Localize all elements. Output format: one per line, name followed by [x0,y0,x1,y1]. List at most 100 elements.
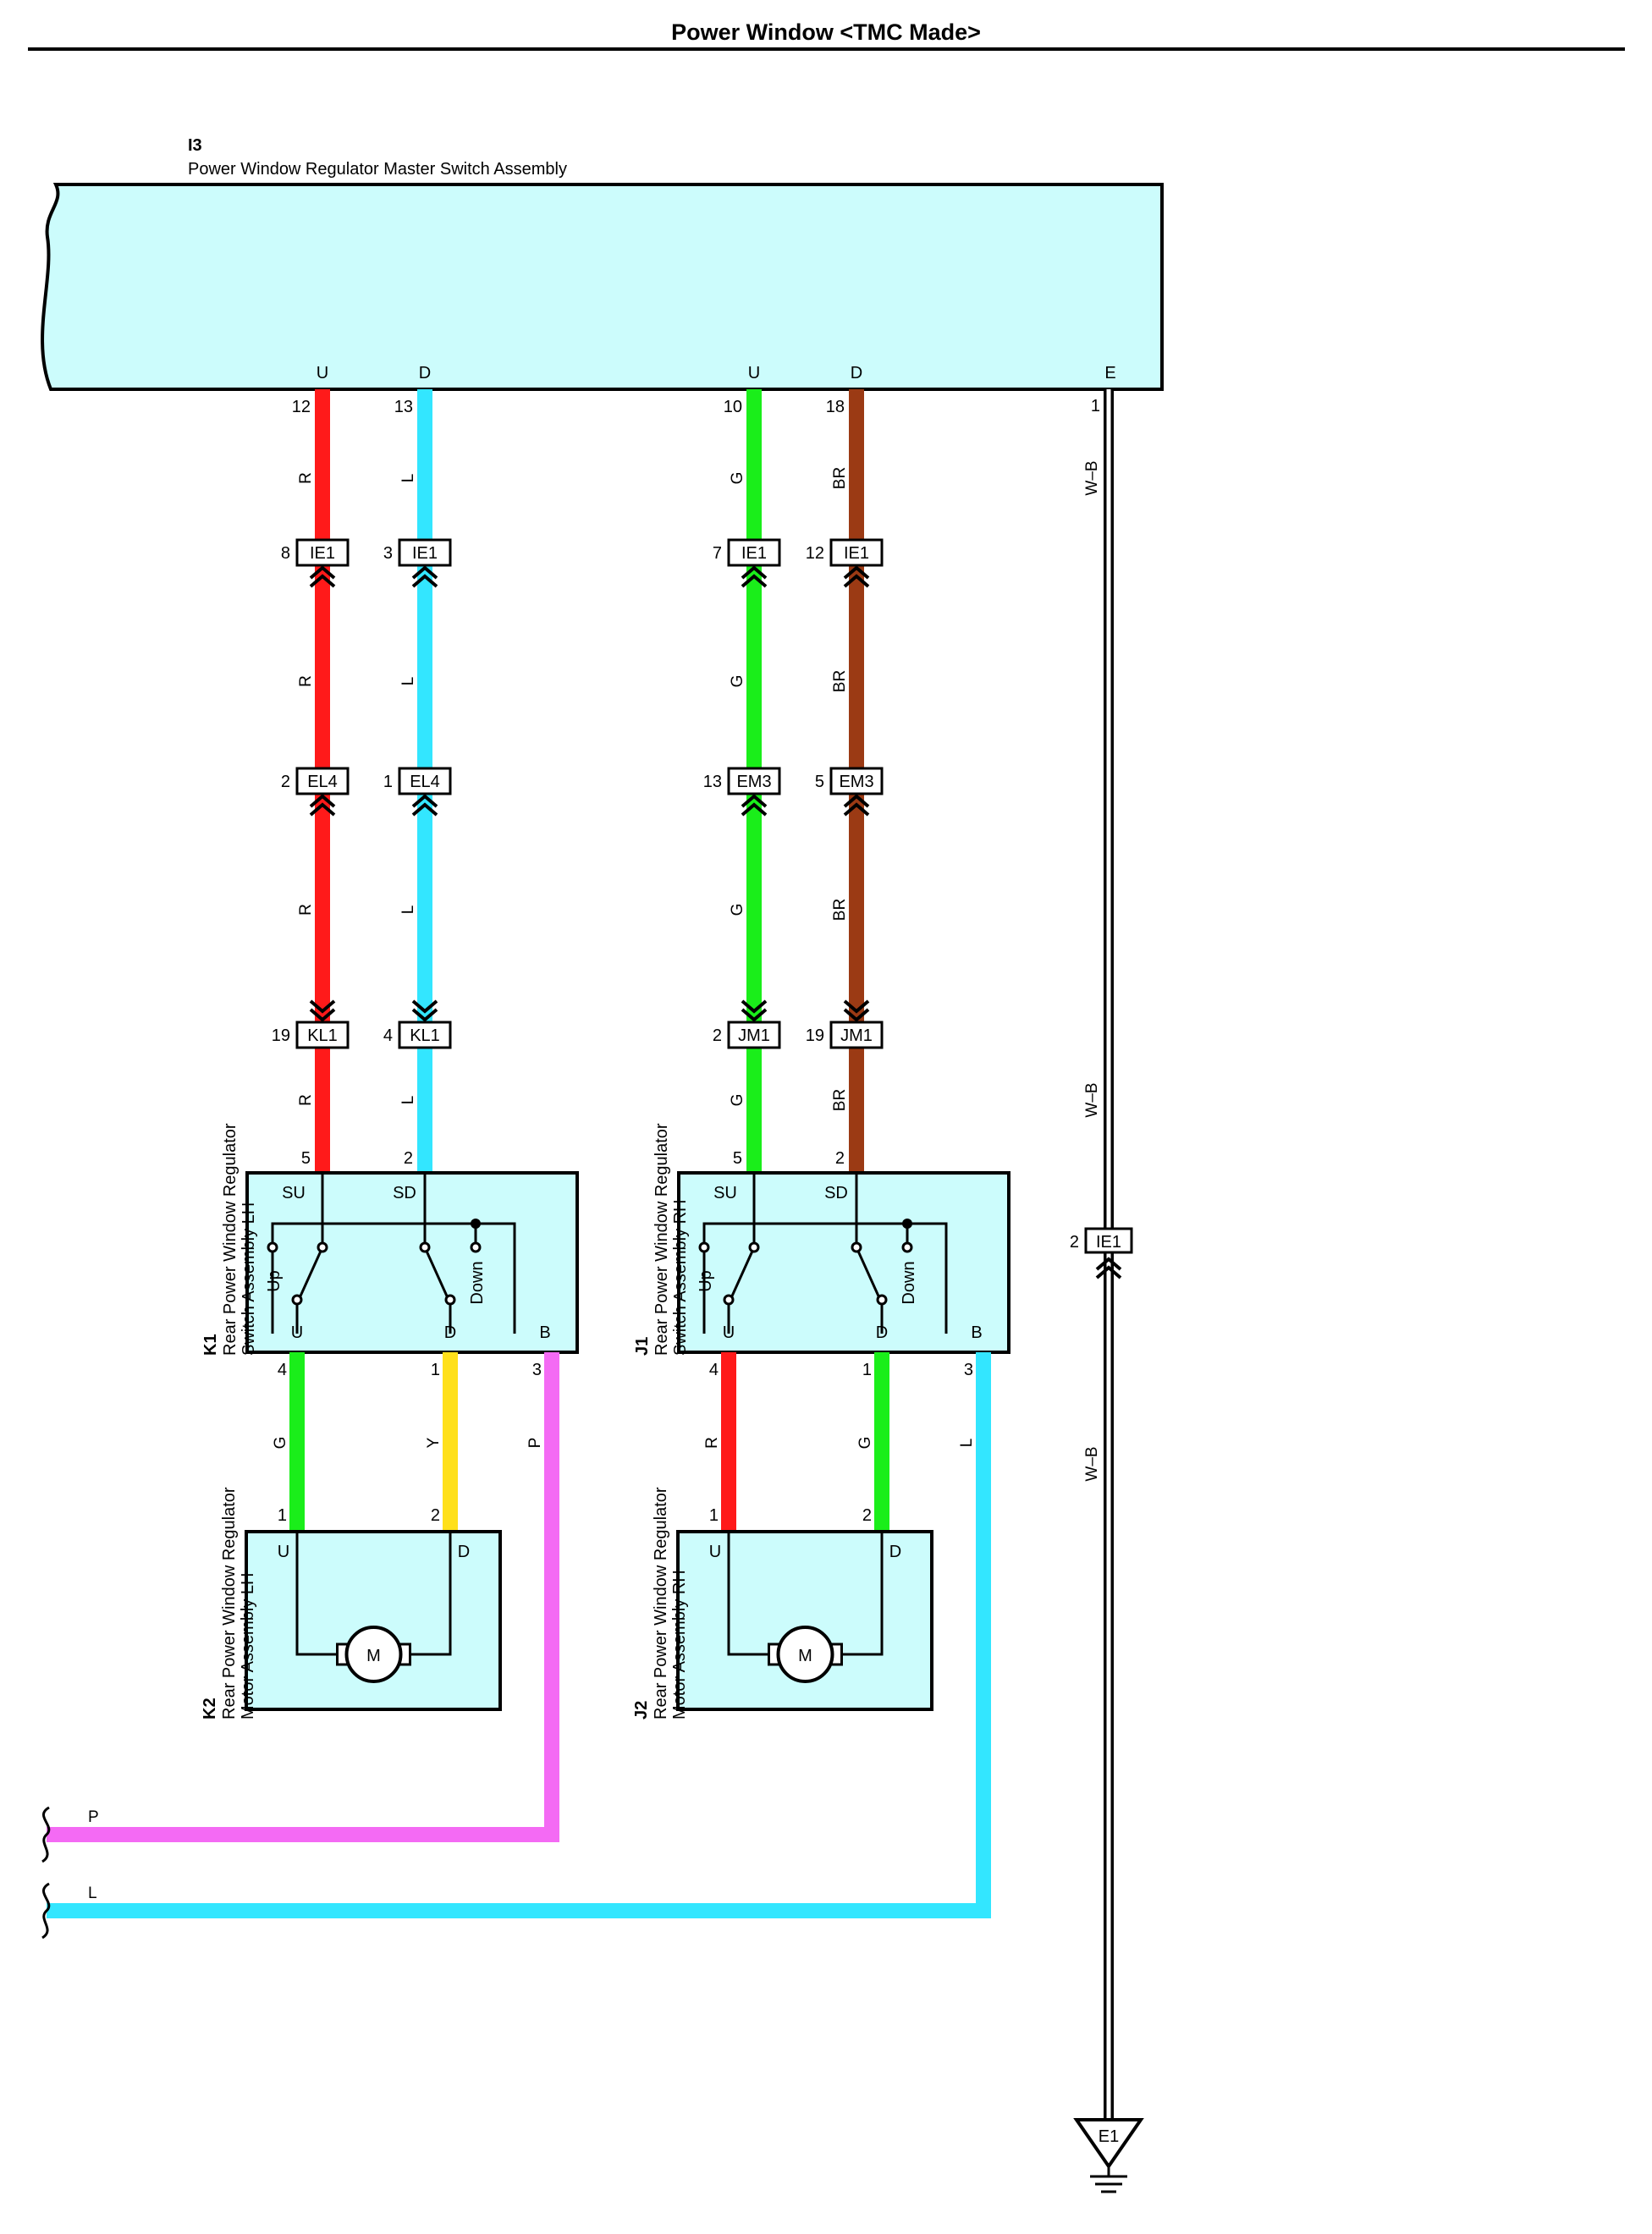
switch-bus [702,1222,948,1334]
connector-name: JM1 [738,1026,770,1045]
wire-color-label: L [399,1096,417,1105]
motor-term-d: D [889,1543,901,1561]
connector-chevron-up [411,794,438,817]
off-page-color-label: P [88,1808,99,1826]
switch-top-pin: 2 [404,1149,413,1168]
switch-ref: J1 [633,1337,652,1356]
switch-term-su: SU [713,1184,737,1202]
switch-contact [470,1241,482,1253]
connector-name: EM3 [736,773,771,791]
connector-box [398,1021,452,1049]
switch-junction [471,1219,481,1229]
connector-chevron-up [411,565,438,588]
switch-term-sd: SD [393,1184,416,1202]
motor-symbol-label: M [366,1647,381,1665]
connector-name: EM3 [839,773,873,791]
motor-name-2: Motor Assembly RH [670,1570,689,1720]
wire-color-label: BR [831,467,849,489]
connector-box [295,767,350,795]
switch-term-su: SU [282,1184,306,1202]
switch-term-u: U [291,1323,303,1342]
motor-name-1: Rear Power Window Regulator [220,1487,239,1720]
connector-box [727,767,781,795]
switch-blade-up [729,1246,756,1301]
connector-pin: 12 [806,544,824,563]
switch-down-label: Down [468,1261,487,1304]
wire-color-label: L [399,905,417,915]
connector-pin: 13 [703,773,722,791]
connector-pin: 8 [281,544,290,563]
switch-contact [317,1241,328,1253]
switch-term-d: D [444,1323,456,1342]
switch-term-b: B [971,1323,982,1342]
motor-wire-color-label: G [272,1437,289,1450]
master-ref: I3 [188,136,202,155]
motor-circuit [295,1532,452,1656]
connector-chevron-down [411,999,438,1022]
motor-term-u: U [709,1543,721,1561]
wire-color-label: R [297,472,315,484]
motor-term-d: D [458,1543,470,1561]
connector-chevron-up [309,794,336,817]
connector-box [398,538,452,567]
switch-bottom-pin: 1 [862,1361,872,1379]
master-terminal-u-rh: U [748,364,760,382]
connector-chevron-up [309,565,336,588]
connector-name: IE1 [310,544,335,563]
switch-term-b: B [539,1323,550,1342]
connector-pin: 2 [713,1026,722,1045]
wire-master-pin: 12 [292,398,311,416]
connector-chevron-up [843,565,870,588]
motor-term-u: U [278,1543,289,1561]
switch-contact [698,1241,710,1253]
connector-pin: 19 [806,1026,824,1045]
motor-wire-color-label: R [703,1437,721,1449]
switch-contact [723,1294,735,1306]
connector-pin: 1 [383,773,393,791]
motor-ref: K2 [201,1698,219,1720]
wire-master-pin: 10 [724,398,742,416]
connector-pin: 19 [272,1026,290,1045]
connector-box [295,1021,350,1049]
wire-master-pin: 18 [826,398,845,416]
switch-term-sd: SD [824,1184,848,1202]
switch-blade-down [855,1246,882,1301]
connector-chevron-down [309,999,336,1022]
off-page-wires: PL [41,1806,991,1940]
switch-ref: K1 [201,1334,220,1356]
switch-contact [291,1294,303,1306]
switch-bus [271,1222,516,1334]
wire-master-pin: 13 [394,398,413,416]
switch-contact [851,1241,862,1253]
switch-contact [444,1294,456,1306]
connector-box [398,767,452,795]
master-terminal-d-rh: D [851,364,862,382]
connector-box [829,1021,884,1049]
connector-pin: 3 [383,544,393,563]
switch-name-2: Switch Assembly LH [240,1202,258,1356]
motor-wire-color-label: Y [425,1437,443,1448]
off-page-color-label: L [88,1885,97,1902]
connector-chevron-up [741,565,768,588]
switch-bottom-pin: 4 [278,1361,287,1379]
connector-pin: 5 [815,773,824,791]
motor-ref: J2 [632,1701,651,1720]
switch-down-label: Down [900,1261,918,1304]
ground-connector-box [1084,1227,1133,1254]
connector-pin: 2 [281,773,290,791]
motor-pin: 2 [862,1506,872,1525]
wire-color-label: BR [831,1089,849,1111]
connector-name: IE1 [741,544,767,563]
switch-top-pin: 5 [733,1149,742,1168]
wire-color-label: BR [831,899,849,921]
ground-symbol-label: E1 [1099,2127,1119,2146]
wire-color-label: R [297,1094,315,1106]
switch-contact [419,1241,431,1253]
master-terminal-e: E [1104,364,1115,382]
motor-symbol [776,1626,834,1683]
motor-pin: 2 [431,1506,440,1525]
master-terminal-d-lh: D [419,364,431,382]
